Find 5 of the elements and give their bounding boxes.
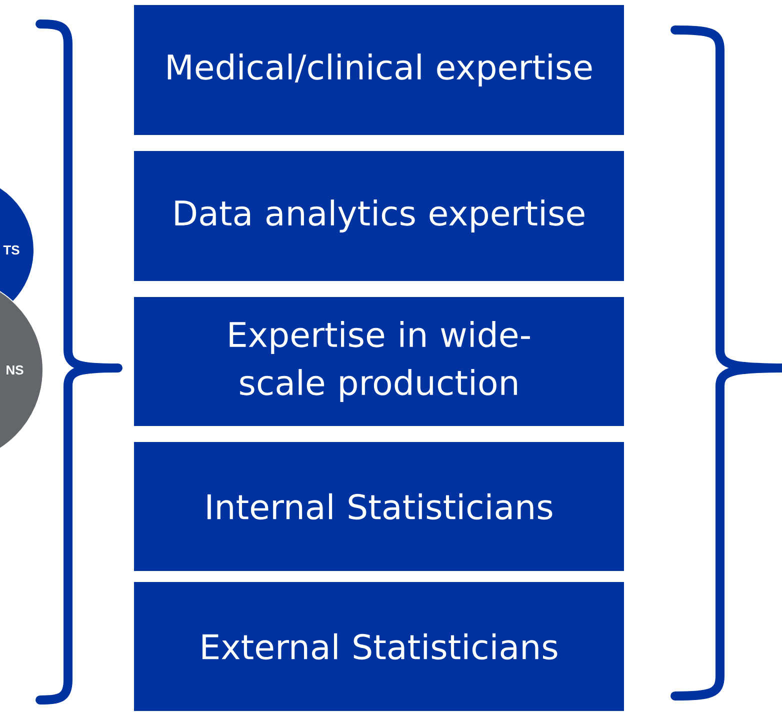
text-box: Data analytics expertise [134,151,624,281]
text-box: Medical/clinical expertise [134,5,624,135]
text-box: External Statisticians [134,582,624,711]
text-box: Expertise in wide-scale production [134,297,624,426]
text-box: Internal Statisticians [134,442,624,571]
